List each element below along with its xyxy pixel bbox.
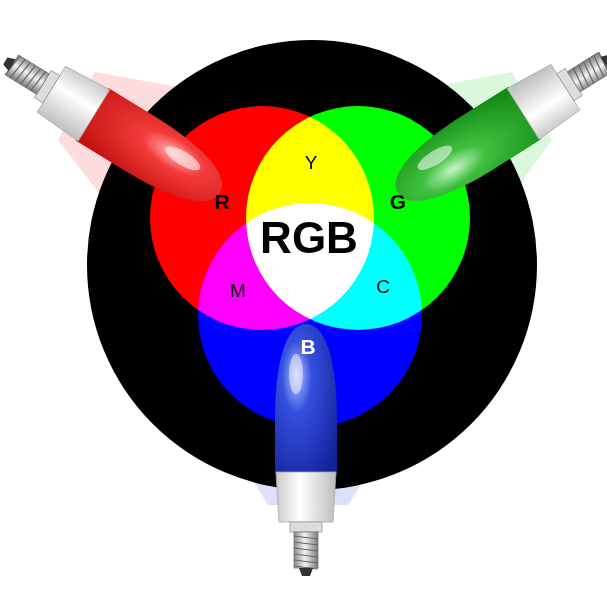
blue-bulb: [275, 324, 337, 576]
mix-letter: Y: [305, 153, 318, 172]
color-letter: B: [300, 336, 315, 357]
model-title: RGB: [260, 216, 358, 260]
color-letter: G: [390, 191, 406, 212]
color-letter: R: [214, 191, 229, 212]
green-bulb: [381, 32, 607, 219]
mix-letter: C: [376, 277, 390, 296]
mix-letter: M: [230, 281, 246, 300]
black-disc: [87, 40, 537, 490]
red-bulb: [0, 35, 236, 220]
